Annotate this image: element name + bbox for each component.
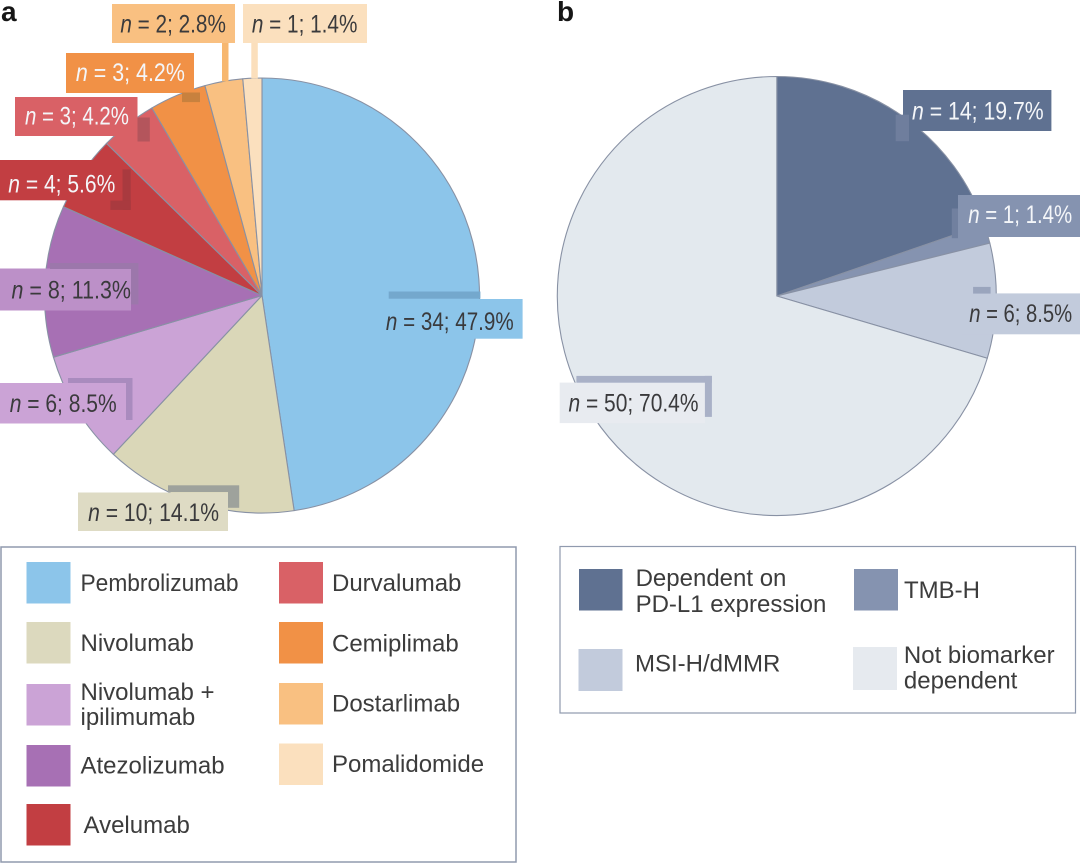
svg-text:ipilimumab: ipilimumab — [81, 704, 196, 731]
svg-text:Dependent on: Dependent on — [636, 565, 787, 592]
svg-text:Cemiplimab: Cemiplimab — [332, 630, 459, 657]
svg-text:n = 8; 11.3%: n = 8; 11.3% — [12, 276, 132, 304]
svg-text:Durvalumab: Durvalumab — [332, 570, 461, 597]
svg-text:n = 10; 14.1%: n = 10; 14.1% — [88, 499, 219, 527]
svg-text:Pomalidomide: Pomalidomide — [332, 751, 484, 778]
svg-text:n = 1; 1.4%: n = 1; 1.4% — [252, 11, 358, 39]
svg-text:Avelumab: Avelumab — [84, 812, 190, 839]
svg-text:n = 6; 8.5%: n = 6; 8.5% — [10, 390, 117, 418]
svg-text:Nivolumab +: Nivolumab + — [81, 679, 215, 706]
svg-text:n = 34; 47.9%: n = 34; 47.9% — [386, 308, 514, 336]
svg-text:n = 14; 19.7%: n = 14; 19.7% — [912, 97, 1044, 125]
svg-text:n = 2; 2.8%: n = 2; 2.8% — [120, 11, 225, 39]
svg-text:Nivolumab: Nivolumab — [81, 630, 194, 657]
svg-text:n = 4; 5.6%: n = 4; 5.6% — [8, 170, 115, 198]
svg-text:n = 50; 70.4%: n = 50; 70.4% — [569, 390, 699, 418]
svg-text:MSI-H/dMMR: MSI-H/dMMR — [635, 651, 780, 678]
svg-text:n = 1; 1.4%: n = 1; 1.4% — [968, 201, 1072, 229]
svg-text:a: a — [1, 0, 17, 27]
svg-text:n = 6; 8.5%: n = 6; 8.5% — [969, 300, 1072, 328]
svg-text:Dostarlimab: Dostarlimab — [332, 691, 460, 718]
svg-text:PD-L1 expression: PD-L1 expression — [636, 591, 827, 618]
svg-text:Atezolizumab: Atezolizumab — [81, 753, 225, 780]
svg-text:n = 3; 4.2%: n = 3; 4.2% — [76, 59, 185, 87]
svg-text:b: b — [557, 0, 574, 27]
svg-text:Not biomarker: Not biomarker — [904, 642, 1055, 669]
svg-text:Pembrolizumab: Pembrolizumab — [81, 570, 239, 597]
svg-text:n = 3; 4.2%: n = 3; 4.2% — [25, 103, 129, 131]
svg-text:dependent: dependent — [904, 668, 1018, 695]
svg-text:TMB-H: TMB-H — [904, 577, 980, 604]
